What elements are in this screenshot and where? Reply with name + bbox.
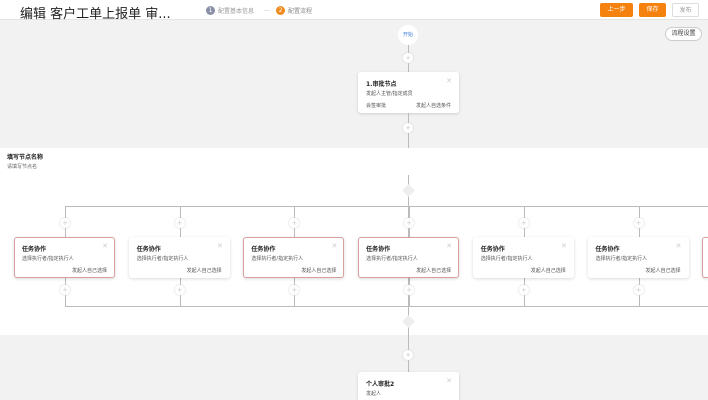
task-desc: 选择执行者/指定执行人 (480, 256, 533, 262)
task-title: 任务协作 (251, 246, 276, 253)
branch-top-line (65, 206, 708, 207)
add-node-button[interactable]: + (60, 218, 70, 228)
close-icon[interactable]: ✕ (102, 242, 108, 250)
publish-button[interactable]: 发布 (672, 3, 699, 17)
task-title: 任务协作 (22, 246, 47, 253)
add-node-button[interactable]: + (403, 350, 413, 360)
save-button[interactable]: 保存 (639, 3, 666, 17)
step-number: 2 (276, 6, 285, 15)
step-label: 配置基本信息 (218, 8, 255, 15)
add-node-button[interactable]: + (174, 285, 185, 295)
close-icon[interactable]: ✕ (446, 77, 452, 85)
parallel-subtitle: 请填写节点名 (7, 164, 38, 170)
add-node-button[interactable]: + (60, 285, 70, 295)
approval-node-card[interactable]: 1.审批节点 ✕ 发起人主管/指定成员 会签审批 发起人自选条件 (358, 72, 459, 113)
add-node-button[interactable]: + (404, 285, 415, 295)
task-title: 任务协作 (480, 246, 505, 253)
task-title: 任务协作 (595, 246, 620, 253)
close-icon[interactable]: ✕ (560, 242, 567, 250)
add-node-button[interactable]: + (518, 285, 529, 295)
step-separator: ... (264, 6, 270, 13)
node-title: 个人审批2 (366, 381, 395, 388)
task-card[interactable]: 任务协作 ✕ 选择执行者/指定执行人 发起人自己选择 (243, 237, 345, 278)
branch-bottom-line (65, 306, 708, 307)
add-node-button[interactable]: + (633, 285, 644, 295)
task-desc: 选择执行者/指定执行人 (136, 256, 189, 262)
add-node-button[interactable]: + (289, 218, 300, 228)
task-card[interactable]: 任务协作 ✕ 选择执行者/指定执行人 发起人自己选择 (128, 237, 230, 278)
step-number: 1 (206, 6, 215, 15)
add-node-button[interactable]: + (518, 218, 529, 228)
close-icon[interactable]: ✕ (446, 242, 453, 250)
node-mode: 会签审批 (366, 103, 387, 109)
add-node-button[interactable]: + (403, 123, 413, 133)
start-node[interactable]: 开始 (398, 25, 418, 45)
add-node-button[interactable]: + (633, 218, 644, 228)
add-node-button[interactable]: + (174, 218, 185, 228)
add-node-button[interactable]: + (289, 285, 300, 295)
task-desc: 选择执行者/指定执行人 (366, 256, 418, 262)
task-footer: 发起人自己选择 (186, 268, 222, 274)
task-title: 任务协作 (366, 246, 391, 253)
task-footer: 发起人自己选择 (301, 268, 337, 274)
task-card[interactable]: 任务协作 ✕ 选择执行者/指定执行人 发起人自己选择 (14, 237, 115, 278)
add-node-button[interactable]: + (404, 218, 415, 228)
step-label: 配置流程 (288, 8, 313, 15)
node-title: 1.审批节点 (366, 81, 397, 88)
close-icon[interactable]: ✕ (675, 242, 682, 250)
close-icon[interactable]: ✕ (331, 242, 338, 250)
task-card[interactable]: 任务协作 ✕ 选择执行者/指定执行人 发起人自己选择 (587, 237, 689, 278)
node-desc: 发起人 (366, 391, 382, 397)
task-desc: 选择执行者/指定执行人 (595, 256, 648, 262)
node-extra: 发起人自选条件 (415, 103, 451, 109)
settings-button[interactable]: 流程设置 (665, 27, 702, 41)
task-desc: 选择执行者/指定执行人 (251, 256, 304, 262)
bottom-approval-card[interactable]: 个人审批2 ✕ 发起人 (358, 372, 459, 400)
close-icon[interactable]: ✕ (216, 242, 223, 250)
prev-step-button[interactable]: 上一步 (600, 3, 633, 17)
task-footer: 发起人自己选择 (530, 268, 566, 274)
task-card[interactable]: 任务协作 ✕ 选择执行者/指定执行人 发起人自己选择 (358, 237, 460, 278)
task-card[interactable] (702, 237, 708, 278)
task-footer: 发起人自己选择 (645, 268, 681, 274)
task-footer: 发起人自己选择 (71, 268, 107, 274)
task-card[interactable]: 任务协作 ✕ 选择执行者/指定执行人 发起人自己选择 (472, 237, 574, 278)
page-title: 编辑 客户工单上报单 审... (20, 7, 171, 22)
task-desc: 选择执行者/指定执行人 (22, 256, 74, 262)
close-icon[interactable]: ✕ (446, 377, 452, 385)
node-desc: 发起人主管/指定成员 (366, 91, 413, 97)
task-footer: 发起人自己选择 (416, 268, 452, 274)
parallel-title: 填写节点名称 (7, 154, 44, 161)
task-title: 任务协作 (136, 246, 161, 253)
add-node-button[interactable]: + (403, 53, 413, 63)
